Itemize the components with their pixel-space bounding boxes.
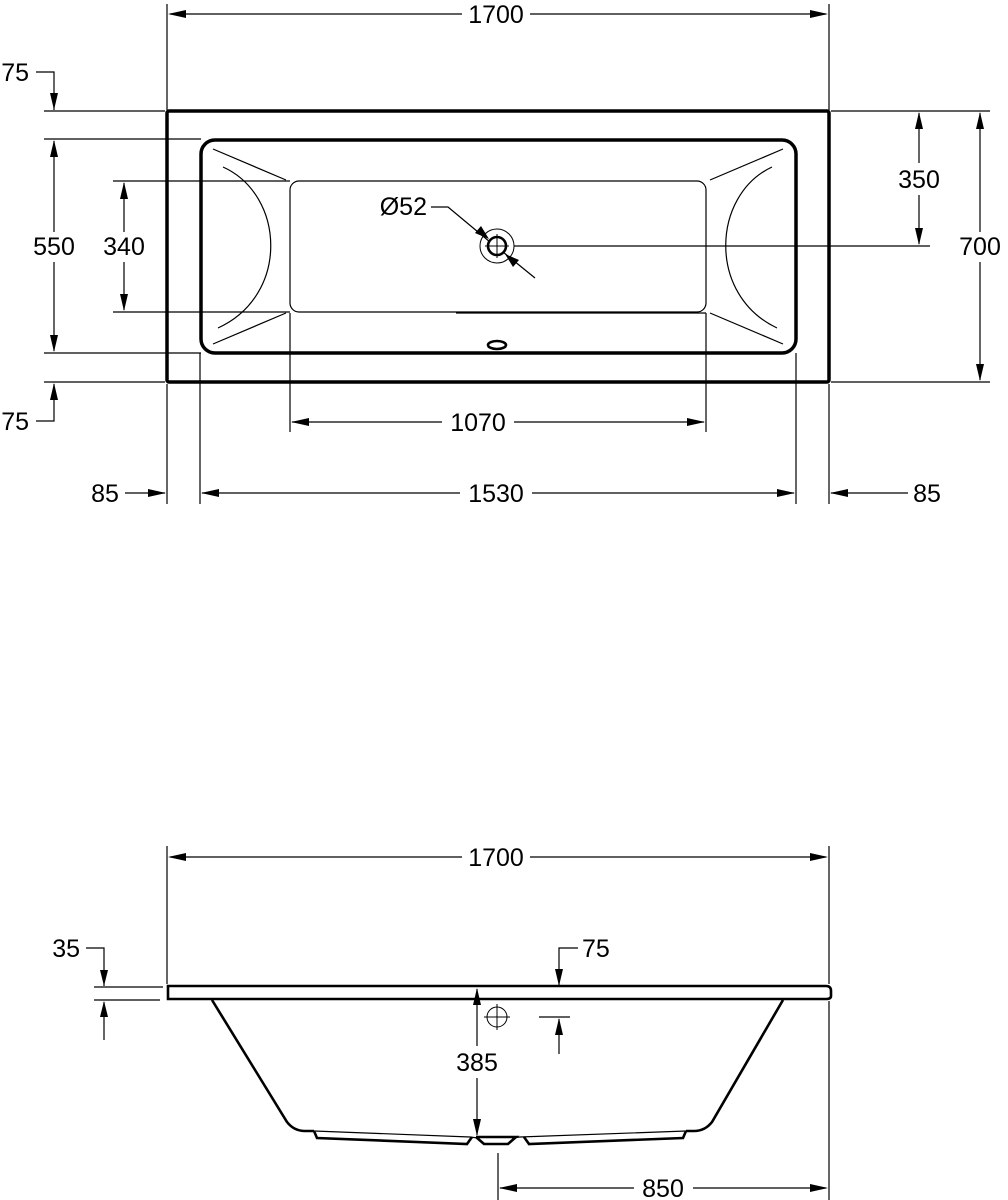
dim-overflow-offset: 75 (582, 935, 610, 963)
dim-inner-length: 1530 (468, 480, 524, 508)
rim-profile (166, 984, 833, 1001)
dim-right-rim: 85 (913, 480, 941, 508)
dim-floor-length: 1070 (450, 409, 506, 437)
dim-drain-offset: 350 (898, 166, 940, 194)
dim-waste-diameter: Ø52 (380, 193, 427, 221)
overflow-outlet-icon (486, 339, 508, 351)
dim-left-rim: 85 (91, 480, 119, 508)
tub-body-profile (210, 999, 785, 1133)
dim-overall-length-top: 1700 (468, 1, 524, 29)
dim-top-rim: 75 (1, 59, 29, 87)
dim-rim-thickness: 35 (52, 935, 80, 963)
dim-overall-width: 700 (959, 233, 1001, 261)
dim-drain-position: 850 (642, 1175, 684, 1200)
dim-side-overall-length: 1700 (468, 844, 524, 872)
top-view: 1700 75 550 75 340 (1, 1, 1001, 508)
dim-floor-width: 340 (103, 233, 145, 261)
dim-inner-width: 550 (33, 233, 75, 261)
dim-depth: 385 (456, 1049, 498, 1077)
side-view: 1700 35 75 385 850 (52, 844, 833, 1200)
dim-bottom-rim: 75 (1, 408, 29, 436)
